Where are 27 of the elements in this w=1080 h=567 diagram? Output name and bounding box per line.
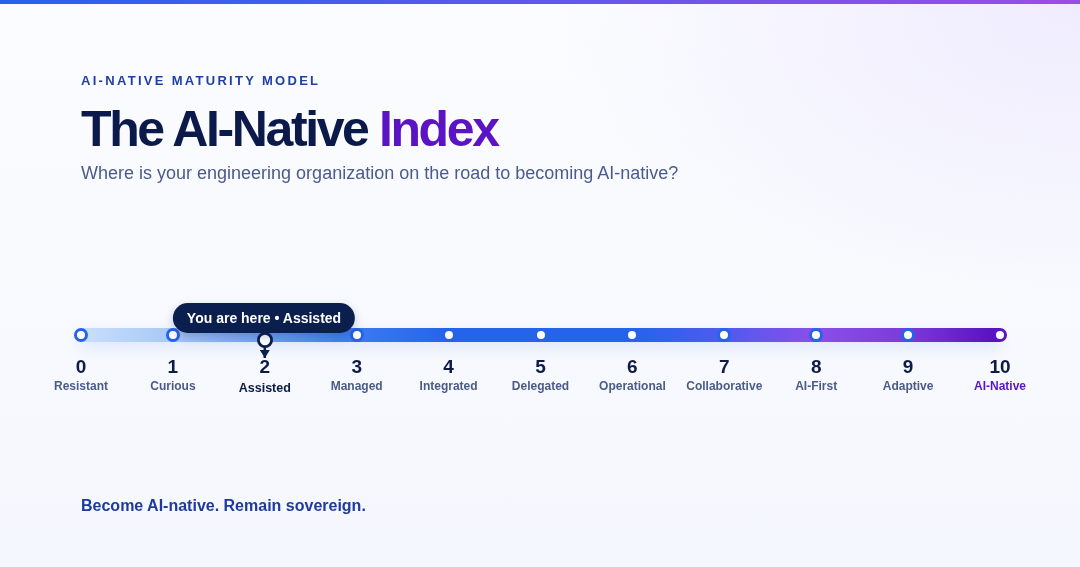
stage-number: 4 (443, 358, 454, 376)
callout-tooltip: You are here • Assisted (172, 303, 356, 333)
stage-number: 0 (75, 358, 87, 376)
stage-number: 9 (902, 358, 914, 376)
stage-name: Delegated (511, 379, 570, 394)
subtitle: Where is your engineering organization on the road to becoming AI-native? (81, 162, 679, 184)
stage-name: Adaptive (882, 379, 934, 394)
stage-name: AI-First (795, 379, 838, 394)
stage-number: 8 (810, 358, 822, 376)
stage-number: 6 (627, 358, 638, 376)
stage-name: Operational (599, 379, 666, 394)
stage-number: 10 (989, 358, 1011, 376)
kicker-text: AI-NATIVE MATURITY MODEL (81, 73, 321, 89)
stage-name: Resistant (54, 379, 108, 394)
stage-number: 2 (259, 358, 271, 376)
stage-name: Collaborative (686, 379, 763, 394)
stage-name: Assisted (238, 381, 291, 396)
stage-number: 1 (167, 358, 179, 376)
stage-number: 3 (351, 358, 362, 376)
stage-name: Curious (150, 379, 196, 394)
stage-name: Integrated (419, 379, 478, 394)
page-title: The AI-Native Index (81, 102, 498, 157)
stage-number: 7 (719, 358, 730, 376)
tagline: Become AI-native. Remain sovereign. (81, 496, 366, 516)
stage-number: 5 (535, 358, 546, 376)
stage-name: Managed (330, 379, 383, 394)
stage-name: AI-Native (974, 379, 1026, 394)
